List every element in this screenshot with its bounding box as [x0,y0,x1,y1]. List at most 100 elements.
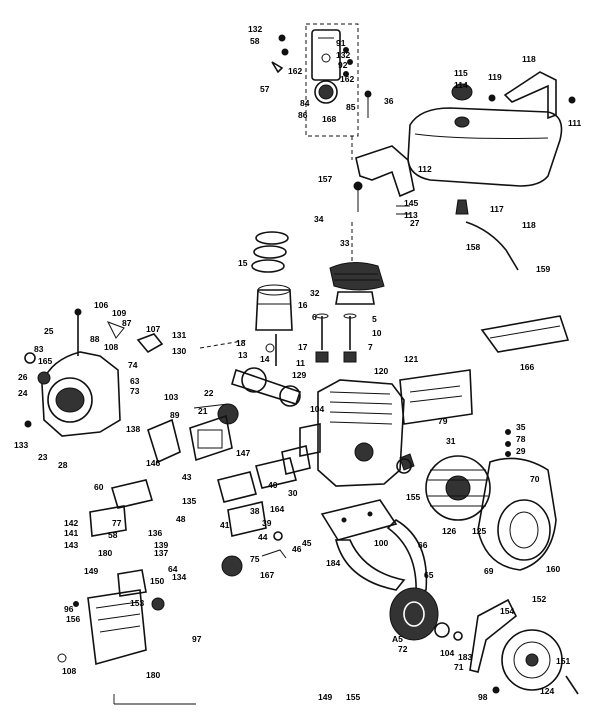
part-callout: 134 [172,572,186,582]
part-callout: 111 [568,118,582,128]
part-callout: 71 [454,662,464,672]
part-callout: 96 [64,604,74,614]
part-callout: 18 [236,338,246,348]
part-callout: 16 [298,300,308,310]
part-callout: 32 [310,288,320,298]
part-callout: 84 [300,98,310,108]
part-callout: 138 [126,424,140,434]
part-callout: 149 [84,566,98,576]
part-callout: 114 [454,80,468,90]
part-callout: 39 [262,518,272,528]
part-callout: 10 [372,328,382,338]
carburetor-linkage-group [271,23,372,137]
part-callout: 164 [270,504,284,514]
part-callout: 104 [310,404,324,414]
part-callout: 126 [442,526,456,536]
crankshaft-group [193,339,302,425]
part-callout: 156 [66,614,80,624]
part-callout: 157 [318,174,332,184]
part-callout: 166 [520,362,534,372]
part-callout: 130 [172,346,186,356]
air-cleaner-group [57,414,233,705]
part-callout: 41 [220,520,230,530]
part-callout: 75 [250,554,260,564]
part-callout: 31 [446,436,456,446]
part-callout: 145 [404,198,418,208]
governor-bracket-group [351,136,415,215]
blower-housing-group [399,369,557,571]
part-callout: A5 [392,634,403,644]
part-callout: 5 [372,314,377,324]
part-callout: 125 [472,526,486,536]
part-callout: 100 [374,538,388,548]
crankcase-cover-group [24,308,164,437]
part-callout: 184 [326,558,340,568]
part-callout: 133 [14,440,28,450]
piston-group [251,222,385,366]
part-callout: 44 [258,532,268,542]
part-callout: 30 [288,488,298,498]
part-callout: 11 [296,358,305,368]
part-callout: 92 [338,60,348,70]
part-callout: 153 [130,598,144,608]
part-callout: 162 [340,74,354,84]
part-callout: 97 [192,634,202,644]
part-callout: 65 [424,570,434,580]
base-plate-group [320,315,570,541]
part-callout: 107 [146,324,160,334]
part-callout: 121 [404,354,418,364]
part-callout: 89 [170,410,180,420]
part-callout: 155 [406,492,420,502]
part-callout: 87 [122,318,132,328]
part-callout: 183 [458,652,472,662]
valve-group [315,313,357,363]
part-callout: 180 [146,670,160,680]
part-callout: 58 [108,530,118,540]
part-callout: 112 [418,164,432,174]
part-callout: 34 [314,214,324,224]
part-callout: 167 [260,570,274,580]
part-callout: 141 [64,528,78,538]
part-callout: 15 [238,258,248,268]
part-callout: 28 [58,460,68,470]
part-callout: 66 [418,540,428,550]
part-callout: 70 [530,474,540,484]
drive-group [334,518,439,641]
part-callout: 154 [500,606,514,616]
part-callout: 36 [384,96,394,106]
part-callout: 108 [104,342,118,352]
part-callout: 14 [260,354,270,364]
part-callout: 131 [172,330,186,340]
part-callout: 40 [268,480,278,490]
part-callout: 162 [288,66,302,76]
part-callout: 118 [522,54,536,64]
part-callout: 155 [346,692,360,702]
part-callout: 85 [346,102,356,112]
part-callout: 25 [44,326,54,336]
part-callout: 43 [182,472,192,482]
part-callout: 46 [292,544,302,554]
part-callout: 152 [532,594,546,604]
part-callout: 104 [440,648,454,658]
part-callout: 72 [398,644,408,654]
part-callout: 83 [34,344,44,354]
part-callout: 135 [182,496,196,506]
part-callout: 21 [198,406,208,416]
part-callout: 147 [236,448,250,458]
part-callout: 22 [204,388,214,398]
part-callout: 88 [90,334,100,344]
part-callout: 6 [312,312,317,322]
part-callout: 74 [128,360,138,370]
part-callout: 132 [248,24,262,34]
part-callout: 180 [98,548,112,558]
part-callout: 117 [490,204,504,214]
part-callout: 69 [484,566,494,576]
part-callout: 150 [150,576,164,586]
part-callout: 91 [336,38,346,48]
part-callout: 151 [556,656,570,666]
part-callout: 115 [454,68,468,78]
part-callout: 38 [250,506,260,516]
part-callout: 158 [466,242,480,252]
part-callout: 48 [176,514,186,524]
